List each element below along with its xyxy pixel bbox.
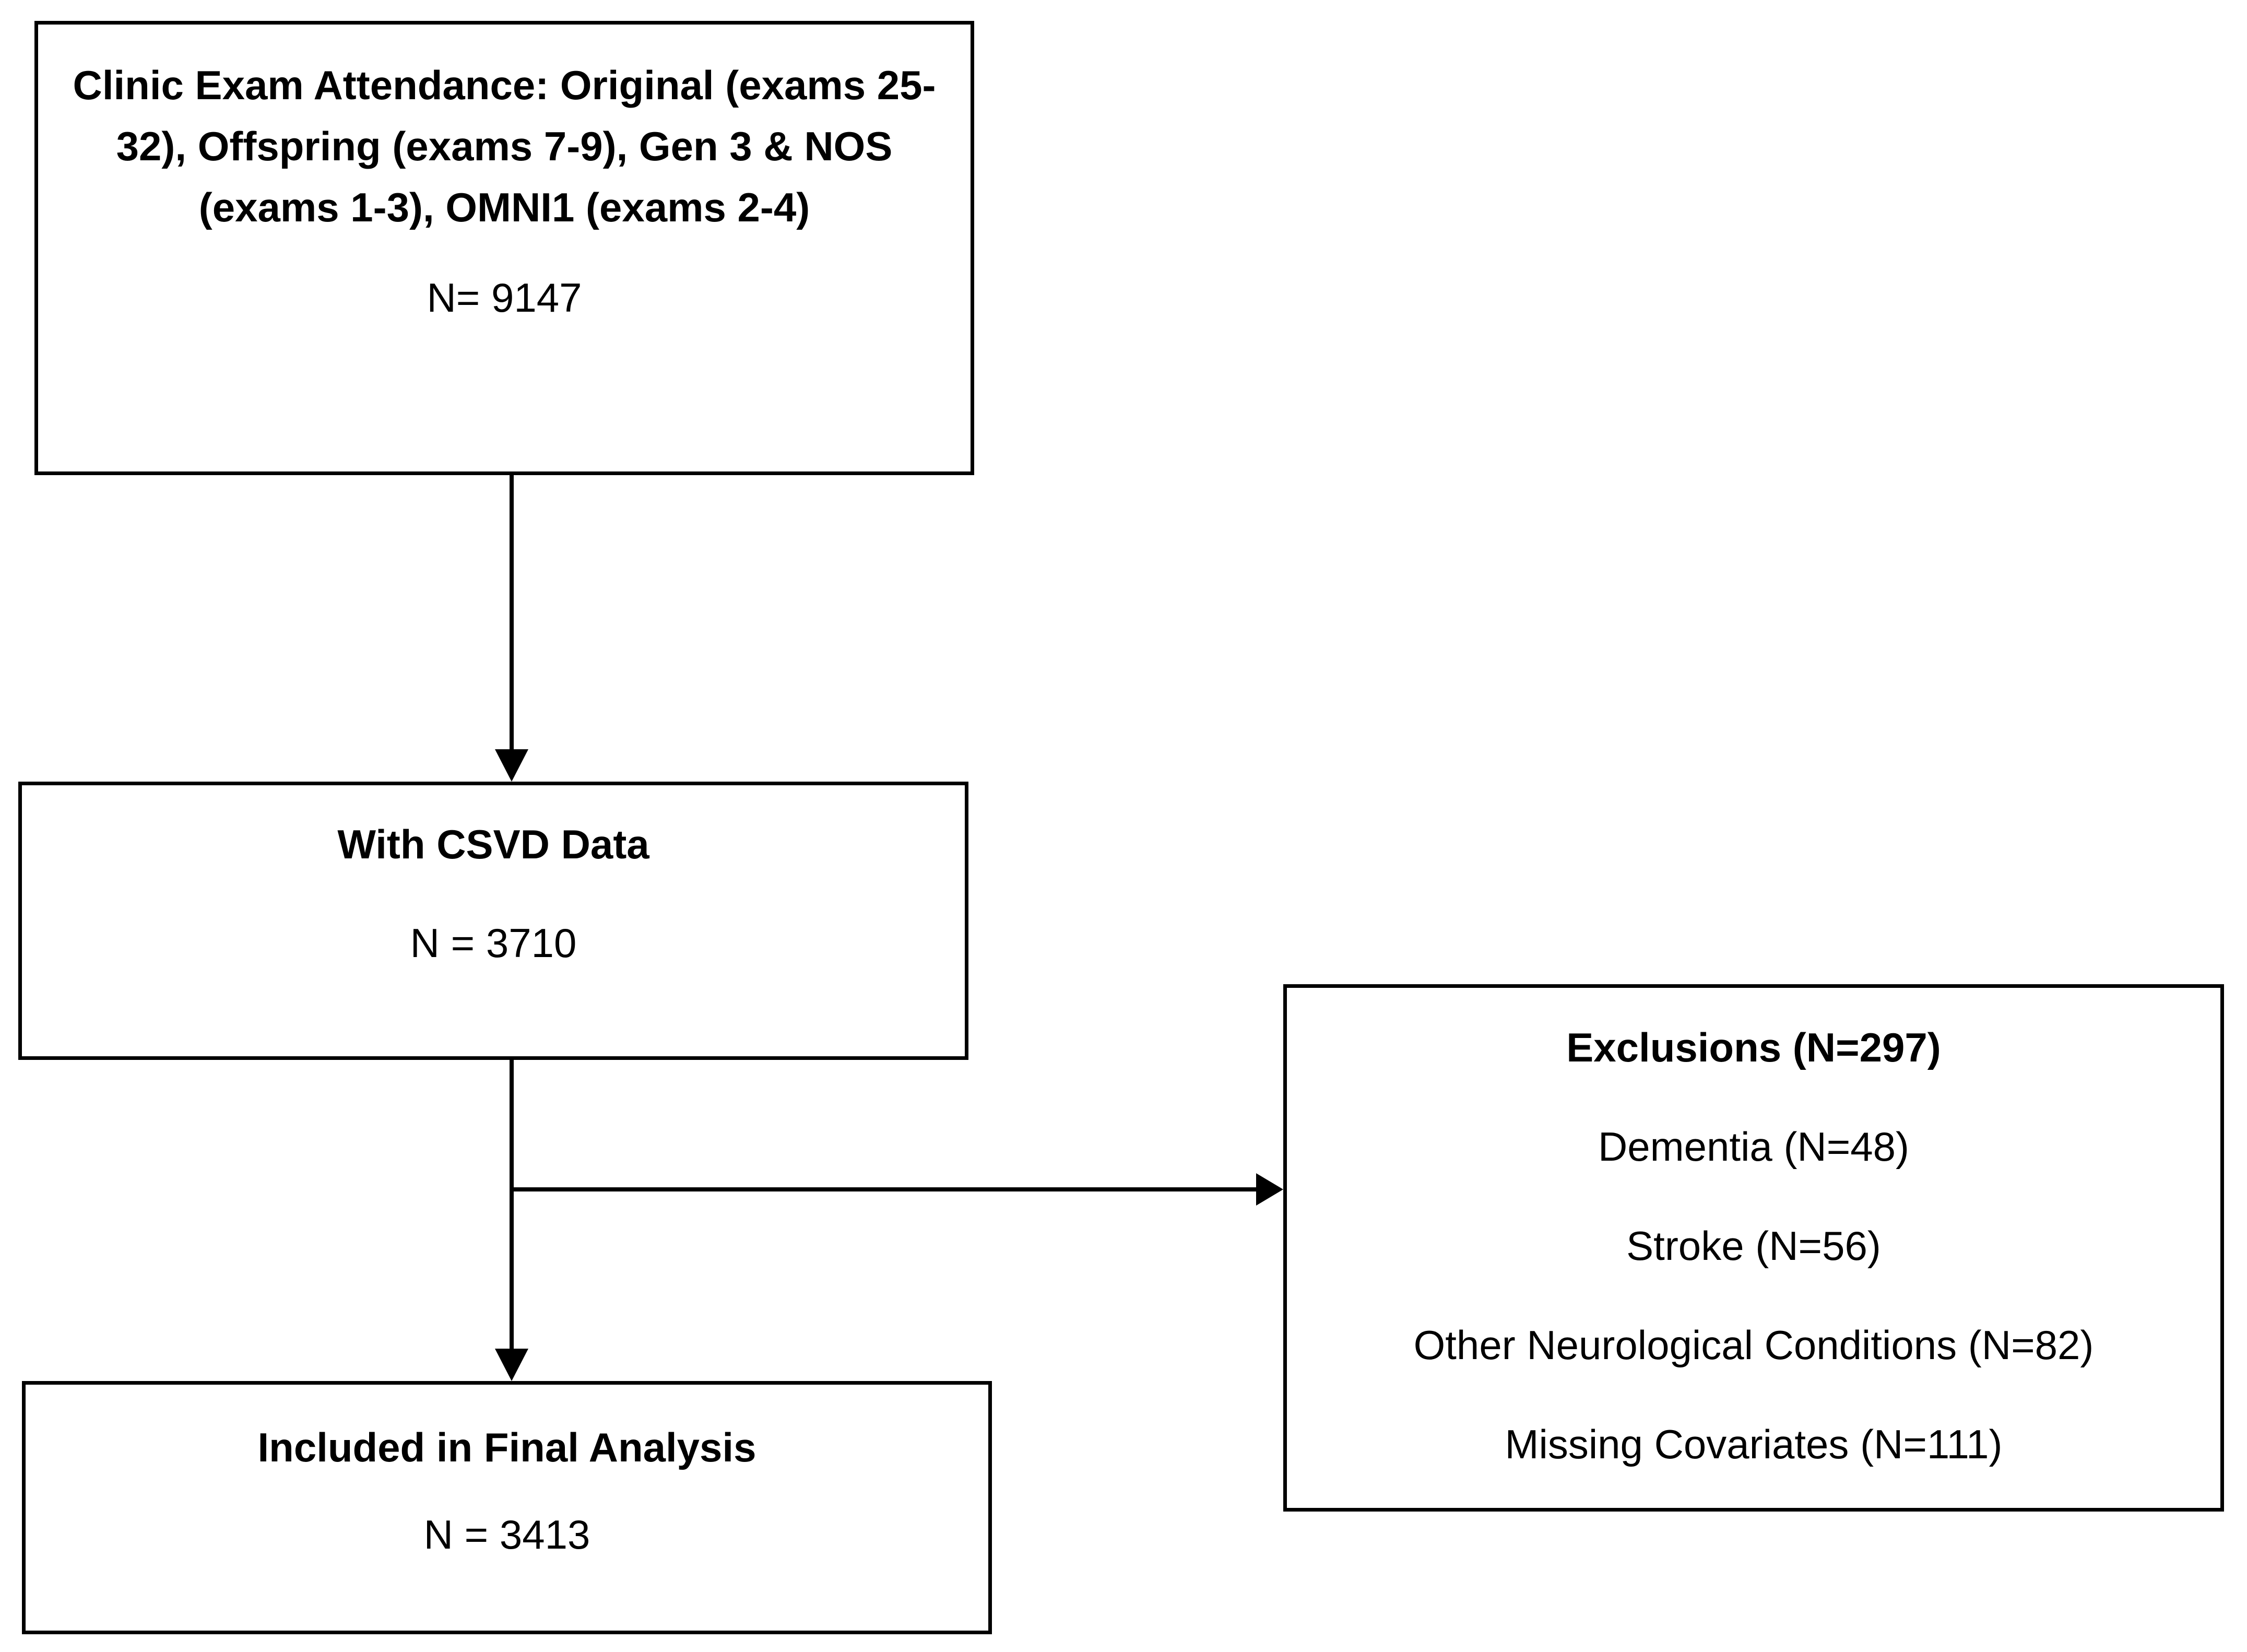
arrow-down-icon <box>495 749 528 782</box>
clinic-exam-attendance-count: N= 9147 <box>427 275 582 321</box>
included-in-final-analysis-title: Included in Final Analysis <box>257 1424 756 1470</box>
exclusion-item-other-neurological: Other Neurological Conditions (N=82) <box>1413 1322 2094 1368</box>
branch-to-exclusions-line <box>510 1187 1257 1191</box>
with-csvd-data-count: N = 3710 <box>410 920 577 966</box>
arrow-csvd-to-final-line <box>510 1060 514 1351</box>
exclusion-item-missing-covariates: Missing Covariates (N=111) <box>1505 1421 2003 1467</box>
exclusions-box: Exclusions (N=297) Dementia (N=48) Strok… <box>1283 984 2224 1512</box>
included-in-final-analysis-box: Included in Final Analysis N = 3413 <box>22 1381 992 1634</box>
clinic-exam-attendance-title: Clinic Exam Attendance: Original (exams … <box>73 62 936 230</box>
exclusion-item-stroke: Stroke (N=56) <box>1626 1223 1881 1269</box>
exclusions-title: Exclusions (N=297) <box>1566 1024 1941 1070</box>
clinic-exam-attendance-box: Clinic Exam Attendance: Original (exams … <box>34 21 974 475</box>
exclusion-item-dementia: Dementia (N=48) <box>1598 1124 1910 1170</box>
arrow-attendance-to-csvd-line <box>510 475 514 752</box>
included-in-final-analysis-count: N = 3413 <box>423 1512 590 1557</box>
with-csvd-data-box: With CSVD Data N = 3710 <box>18 782 968 1060</box>
with-csvd-data-title: With CSVD Data <box>337 821 649 867</box>
arrow-right-icon <box>1256 1173 1283 1206</box>
arrow-down-icon <box>495 1349 528 1381</box>
